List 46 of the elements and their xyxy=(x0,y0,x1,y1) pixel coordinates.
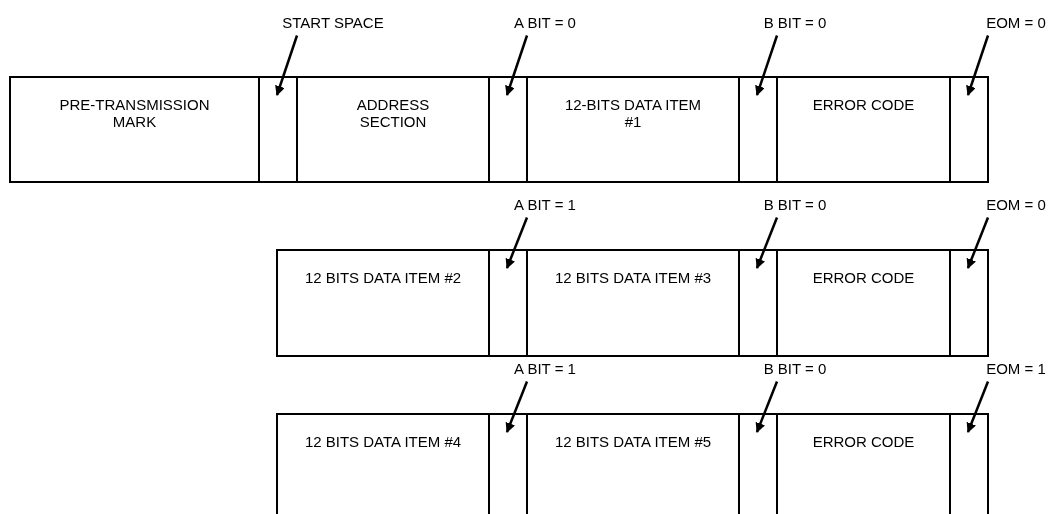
frame-field xyxy=(776,249,951,357)
pointer-arrow xyxy=(755,217,779,269)
pointer-arrow xyxy=(505,381,529,433)
field-name: ERROR CODE xyxy=(811,96,916,113)
field-label: B BIT = 0 xyxy=(763,196,827,212)
field-name: 12 BITS DATA ITEM #2 xyxy=(303,269,463,286)
pointer-arrow xyxy=(275,35,299,96)
pointer-arrow xyxy=(755,35,779,96)
field-label: EOM = 1 xyxy=(986,360,1046,376)
field-name: 12 BITS DATA ITEM #4 xyxy=(303,433,463,450)
pointer-arrow xyxy=(755,381,779,433)
frame-field xyxy=(296,76,490,183)
frame-field xyxy=(526,249,740,357)
pointer-arrow xyxy=(966,217,990,269)
field-name: PRE-TRANSMISSION MARK xyxy=(58,96,211,130)
field-label: EOM = 0 xyxy=(986,196,1046,212)
empty-bit-cell xyxy=(488,249,528,357)
field-label: START SPACE xyxy=(282,14,384,30)
empty-bit-cell xyxy=(949,413,989,514)
field-label: A BIT = 1 xyxy=(514,196,576,212)
frame-field xyxy=(776,76,951,183)
frame-field xyxy=(526,76,740,183)
pointer-arrow xyxy=(505,217,529,269)
field-label: B BIT = 0 xyxy=(763,14,827,30)
field-name: 12 BITS DATA ITEM #3 xyxy=(553,269,713,286)
empty-bit-cell xyxy=(258,76,298,183)
field-name: 12-BITS DATA ITEM #1 xyxy=(563,96,703,130)
empty-bit-cell xyxy=(738,249,778,357)
field-label: A BIT = 0 xyxy=(514,14,576,30)
field-label: A BIT = 1 xyxy=(514,360,576,376)
pointer-arrow xyxy=(966,35,990,96)
empty-bit-cell xyxy=(488,76,528,183)
field-label: EOM = 0 xyxy=(986,14,1046,30)
pointer-arrow xyxy=(505,35,529,96)
pointer-arrow xyxy=(966,381,990,433)
empty-bit-cell xyxy=(738,76,778,183)
frame-field xyxy=(276,249,490,357)
field-name: ERROR CODE xyxy=(811,269,916,286)
frame-field xyxy=(9,76,260,183)
frame-field xyxy=(276,413,490,514)
field-name: 12 BITS DATA ITEM #5 xyxy=(553,433,713,450)
field-name: ERROR CODE xyxy=(811,433,916,450)
empty-bit-cell xyxy=(949,76,989,183)
empty-bit-cell xyxy=(949,249,989,357)
field-name: ADDRESS SECTION xyxy=(355,96,431,130)
field-label: B BIT = 0 xyxy=(763,360,827,376)
